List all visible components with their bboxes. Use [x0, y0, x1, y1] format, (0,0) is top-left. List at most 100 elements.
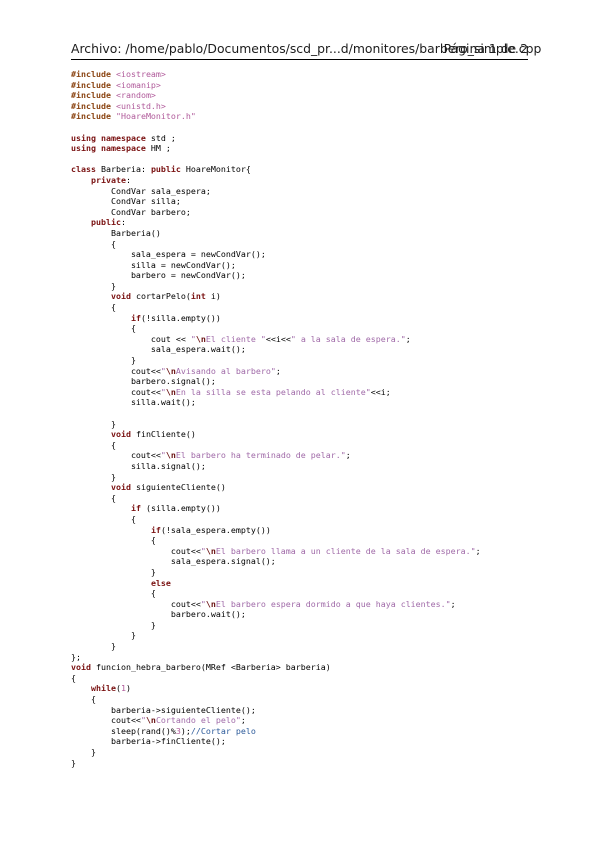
- code-line: if (silla.empty()): [71, 503, 481, 514]
- code-token: HM ;: [145, 143, 171, 154]
- code-token: ;: [450, 598, 456, 609]
- code-token: silla = newCondVar();: [71, 259, 236, 270]
- code-token: {: [71, 492, 116, 503]
- code-token: {: [71, 672, 76, 683]
- code-token: };: [71, 651, 81, 662]
- code-token: <unistd.h>: [115, 100, 166, 111]
- code-line: cout << "\nEl cliente "<<i<<" a la sala …: [71, 334, 481, 345]
- file-path: Archivo: /home/pablo/Documentos/scd_pr..…: [71, 41, 542, 56]
- code-line: cout<<"\nEl barbero espera dormido a que…: [71, 599, 481, 610]
- code-token: \n: [165, 365, 176, 376]
- code-token: (silla.empty()): [140, 503, 221, 514]
- code-line: using namespace HM ;: [71, 143, 481, 154]
- code-token: else: [150, 577, 171, 588]
- code-token: Barberia(): [71, 227, 161, 238]
- code-line: barberia->siguienteCliente();: [71, 705, 481, 716]
- code-token: {: [71, 694, 96, 705]
- code-token: #include: [71, 79, 116, 90]
- code-token: void: [110, 482, 131, 493]
- code-token: Cortando el pelo": [155, 715, 241, 726]
- code-token: [71, 175, 91, 185]
- code-token: CondVar silla;: [71, 196, 181, 207]
- code-line: CondVar sala_espera;: [71, 186, 481, 197]
- code-line: }: [71, 355, 481, 366]
- code-token: if: [130, 312, 141, 323]
- code-token: #include: [71, 100, 116, 111]
- code-token: Barberia:: [95, 164, 151, 175]
- code-line: void finCliente(): [71, 429, 481, 440]
- code-token: \n: [145, 715, 156, 726]
- code-line: }: [71, 641, 481, 652]
- code-line: barbero = newCondVar();: [71, 270, 481, 281]
- code-token: (!silla.empty()): [140, 312, 221, 323]
- code-token: [71, 482, 111, 492]
- code-token: barbero.wait();: [71, 609, 246, 620]
- code-token: if: [130, 503, 141, 514]
- code-token: using namespace: [71, 143, 146, 154]
- code-token: HoareMonitor{: [180, 164, 251, 175]
- code-token: siguienteCliente(): [130, 482, 226, 493]
- code-token: sala_espera.wait();: [71, 344, 246, 355]
- code-token: }: [71, 418, 116, 429]
- code-token: :: [120, 217, 126, 228]
- code-token: ": [200, 598, 206, 609]
- code-token: ;: [475, 545, 481, 556]
- code-token: silla.wait();: [71, 397, 196, 408]
- code-token: <random>: [115, 90, 156, 101]
- code-token: class: [71, 164, 96, 175]
- code-token: :: [125, 174, 131, 185]
- code-token: //Cortar pelo: [190, 725, 256, 736]
- code-token: El barbero llama a un cliente de la sala…: [215, 545, 476, 556]
- code-token: );: [180, 725, 191, 736]
- code-token: [71, 525, 151, 535]
- code-line: if(!sala_espera.empty()): [71, 525, 481, 536]
- code-line: private:: [71, 175, 481, 186]
- code-token: {: [71, 302, 116, 313]
- code-line: silla.signal();: [71, 461, 481, 472]
- code-token: cortarPelo(: [130, 291, 191, 302]
- code-token: [71, 578, 151, 588]
- code-token: public: [150, 164, 181, 175]
- code-line: #include <unistd.h>: [71, 101, 481, 112]
- code-token: cout<<: [71, 365, 161, 376]
- code-token: cout<<: [71, 450, 161, 461]
- code-line: void funcion_hebra_barbero(MRef <Barberi…: [71, 662, 481, 673]
- code-line: CondVar silla;: [71, 196, 481, 207]
- code-token: barbero.signal();: [71, 376, 216, 387]
- code-token: void: [71, 662, 91, 673]
- code-token: {: [71, 238, 116, 249]
- code-token: {: [71, 323, 136, 334]
- code-token: [71, 291, 111, 301]
- code-token: }: [71, 757, 76, 768]
- code-token: [71, 313, 131, 323]
- code-token: }: [71, 280, 116, 291]
- code-token: silla.signal();: [71, 460, 206, 471]
- code-token: }: [71, 630, 136, 641]
- code-line: sala_espera.signal();: [71, 556, 481, 567]
- code-token: {: [71, 535, 156, 546]
- code-line: }: [71, 758, 481, 769]
- code-line: {: [71, 302, 481, 313]
- code-token: }: [71, 566, 156, 577]
- code-token: \n: [205, 545, 216, 556]
- code-token: ;: [275, 365, 281, 376]
- code-token: \n: [205, 598, 216, 609]
- code-token: private: [90, 174, 126, 185]
- page-header: Archivo: /home/pablo/Documentos/scd_pr..…: [71, 40, 541, 60]
- code-token: }: [71, 619, 156, 630]
- code-line: barberia->finCliente();: [71, 736, 481, 747]
- code-line: cout<<"\nEl barbero ha terminado de pela…: [71, 450, 481, 461]
- code-token: cout<<: [71, 545, 201, 556]
- code-line: {: [71, 694, 481, 705]
- code-line: cout<<"\nEl barbero llama a un cliente d…: [71, 546, 481, 557]
- code-token: funcion_hebra_barbero(MRef <Barberia> ba…: [90, 662, 331, 673]
- code-token: ": [160, 365, 166, 376]
- code-token: El cliente ": [205, 333, 266, 344]
- code-token: <<i;: [370, 386, 391, 397]
- code-line: silla.wait();: [71, 397, 481, 408]
- code-line: };: [71, 652, 481, 663]
- code-line: sleep(rand()%3);//Cortar pelo: [71, 726, 481, 737]
- code-line: {: [71, 440, 481, 451]
- code-token: En la silla se esta pelando al cliente": [175, 386, 371, 397]
- code-token: barberia->siguienteCliente();: [71, 704, 256, 715]
